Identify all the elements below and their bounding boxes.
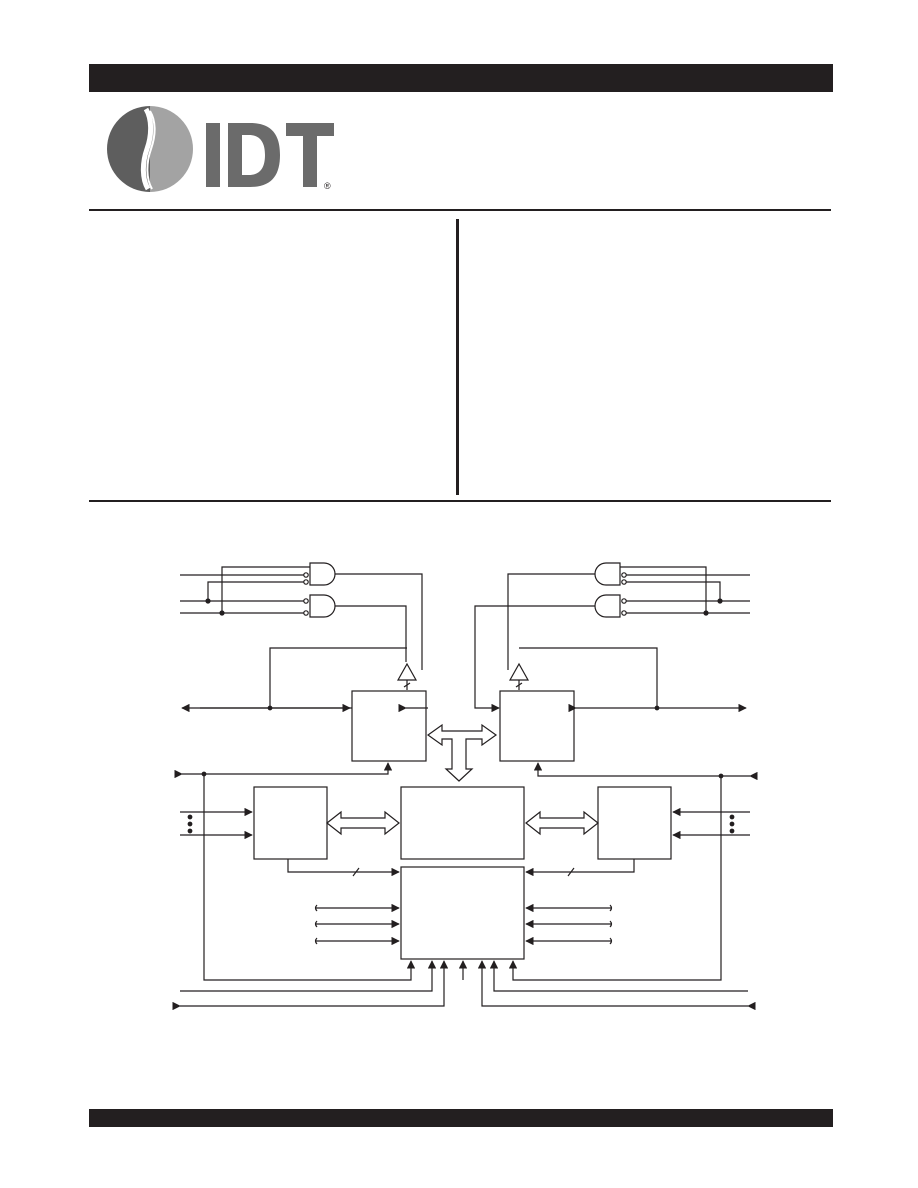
idt-logo: ® — [107, 106, 334, 192]
left-control-gates — [180, 562, 423, 670]
memory-array — [400, 786, 525, 860]
left-feedback-line — [174, 762, 393, 779]
left-address-decoder — [180, 786, 400, 860]
arbitration-logic — [287, 859, 635, 960]
idt-logo-emblem — [107, 106, 193, 192]
column-divider — [456, 219, 459, 495]
right-address-decoder — [525, 786, 750, 860]
right-io-control — [499, 647, 747, 762]
section-rule — [89, 500, 831, 502]
functional-block-diagram — [172, 562, 758, 1011]
idt-logo-letters — [206, 123, 334, 187]
central-bus-arrows — [426, 723, 498, 782]
registered-mark: ® — [324, 181, 331, 191]
header-rule — [89, 209, 831, 211]
left-io-control — [181, 647, 428, 762]
footer-bar — [89, 1109, 833, 1127]
bottom-signal-lines — [172, 771, 756, 1011]
header-bar — [89, 64, 833, 92]
right-feedback-line — [533, 762, 758, 781]
right-control-gates — [474, 562, 750, 713]
